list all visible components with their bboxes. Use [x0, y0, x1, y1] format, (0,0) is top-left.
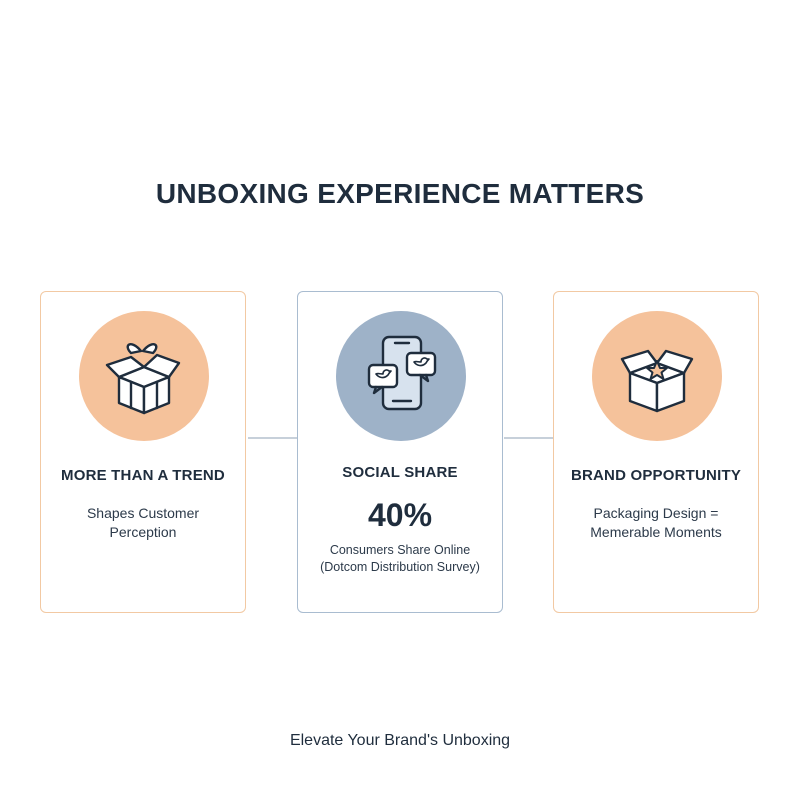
card-heading: BRAND OPPORTUNITY	[570, 467, 742, 484]
page-title: UNBOXING EXPERIENCE MATTERS	[155, 178, 645, 209]
card-description-line: Memerable Moments	[590, 524, 722, 540]
footer-tagline: Elevate Your Brand's Unboxing	[289, 732, 511, 749]
card-heading: SOCIAL SHARE	[342, 464, 458, 481]
card-description-line: Shapes Customer	[86, 505, 200, 521]
card-description-line: Consumers Share Online	[329, 543, 471, 557]
card-description-line: (Dotcom Distribution Survey)	[320, 560, 480, 574]
connector-line-left	[248, 437, 298, 439]
connector-line-right	[504, 437, 553, 439]
star-box-icon	[592, 311, 722, 441]
gift-box-icon	[79, 311, 209, 441]
card-brand-opportunity: BRAND OPPORTUNITY Packaging Design = Mem…	[553, 291, 759, 613]
card-social-share: SOCIAL SHARE 40% Consumers Share Online …	[297, 291, 503, 613]
stat-value: 40%	[367, 497, 433, 533]
card-more-than-a-trend: MORE THAN A TREND Shapes Customer Percep…	[40, 291, 246, 613]
card-heading: MORE THAN A TREND	[61, 467, 225, 484]
smartphone-social-icon	[336, 311, 466, 441]
card-description-line: Perception	[109, 524, 177, 540]
card-description-line: Packaging Design =	[593, 505, 719, 521]
